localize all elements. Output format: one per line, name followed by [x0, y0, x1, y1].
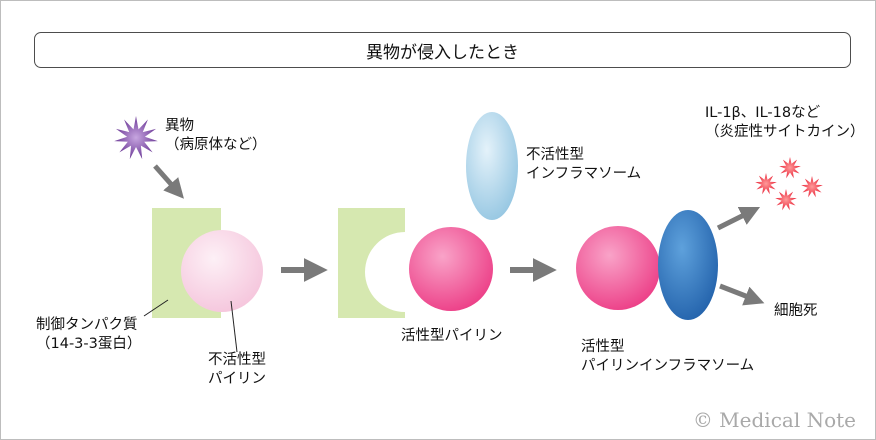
inactive-pyrin-leader [230, 300, 238, 353]
inactive-pyrin-label-line1: 不活性型 [208, 352, 266, 368]
foreign-body-star-shape [114, 116, 158, 160]
medical-note-watermark: © Medical Note [692, 408, 856, 432]
cytokine-burst-2 [779, 157, 801, 179]
cytokine-arrow [716, 206, 761, 231]
regulatory-protein-label: 制御タンパク質 （14-3-3蛋白） [36, 316, 141, 354]
cytokine-label-line2: （炎症性サイトカイン） [705, 124, 865, 140]
active-pyrin-circle [409, 227, 493, 311]
cytokine-burst-3 [801, 176, 823, 198]
cell-death-label: 細胞死 [774, 302, 818, 321]
active-inflammasome-label: 活性型 パイリンインフラマソーム [581, 338, 754, 376]
foreign-body-starburst-icon [114, 116, 158, 160]
regulatory-protein-released [338, 208, 405, 318]
regulatory-protein-leader [143, 299, 169, 317]
inactive-inflammasome-label: 不活性型 インフラマソーム [526, 146, 641, 184]
active-inflammasome-label-line1: 活性型 [581, 339, 625, 355]
regulatory-protein-label-line2: （14-3-3蛋白） [36, 336, 142, 352]
foreign-body-label-line2: （病原体など） [165, 137, 267, 153]
inactive-pyrin-label: 不活性型 パイリン [208, 351, 266, 389]
cytokine-burst-4 [775, 189, 797, 211]
cell-death-arrow [719, 283, 765, 306]
cell-death-label-text: 細胞死 [774, 303, 818, 319]
inactive-pyrin-label-line2: パイリン [208, 371, 266, 387]
inactive-inflammasome-label-line2: インフラマソーム [526, 166, 642, 182]
regulatory-protein-label-line1: 制御タンパク質 [36, 317, 138, 333]
cytokine-label-line1: IL-1β、IL-18など [705, 105, 821, 121]
cytokine-burst-icons [755, 157, 823, 211]
inactive-inflammasome-label-line1: 不活性型 [526, 147, 584, 163]
cytokine-label: IL-1β、IL-18など （炎症性サイトカイン） [705, 104, 865, 142]
active-pyrin-bound-circle [576, 226, 660, 310]
active-pyrin-label: 活性型パイリン [401, 327, 503, 346]
foreign-body-arrow [153, 164, 184, 199]
active-inflammasome-label-line2: パイリンインフラマソーム [581, 358, 755, 374]
inactive-inflammasome-ellipse [466, 112, 518, 220]
cytokine-burst-1 [755, 173, 777, 195]
inactive-pyrin-circle [181, 230, 263, 312]
foreign-body-label: 異物 （病原体など） [165, 117, 267, 155]
active-inflammasome-ellipse [658, 210, 718, 320]
active-pyrin-label-text: 活性型パイリン [401, 328, 503, 344]
diagram-title: 異物が侵入したとき [366, 42, 519, 63]
foreign-body-label-line1: 異物 [165, 118, 194, 134]
title-box: 異物が侵入したとき [34, 32, 851, 68]
